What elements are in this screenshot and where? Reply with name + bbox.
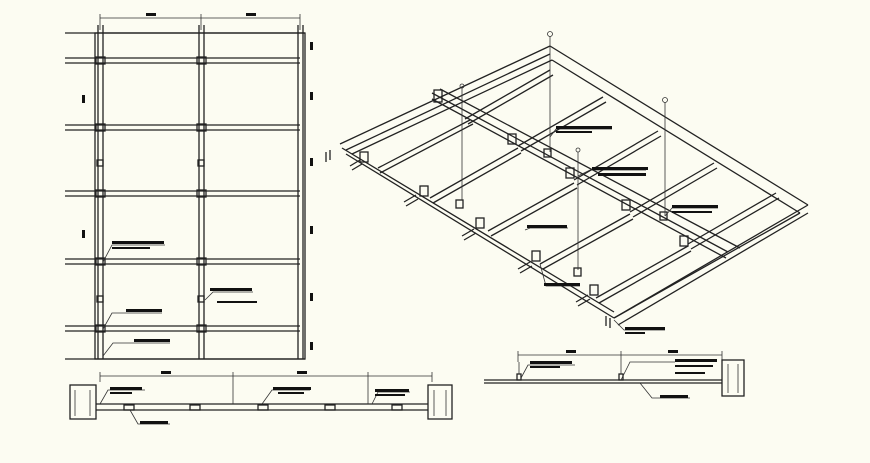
ceiling-grid-plan: [65, 13, 313, 360]
plan-callouts: [102, 241, 257, 357]
iso-main-runners: [341, 88, 741, 319]
iso-runner-ends: [325, 150, 611, 328]
iso-perimeter: [339, 45, 809, 326]
plan-connectors: [95, 56, 207, 333]
section-a: [69, 371, 453, 425]
section-b: [484, 350, 745, 399]
iso-callouts: [524, 126, 718, 334]
iso-cross-runners: [377, 69, 780, 304]
plan-main-runners: [97, 25, 304, 359]
plan-cross-runners: [65, 57, 300, 332]
iso-hangers: [459, 31, 668, 270]
ceiling-isometric: [325, 31, 809, 334]
iso-connectors: [359, 89, 689, 296]
plan-dimension-top: [99, 13, 301, 30]
